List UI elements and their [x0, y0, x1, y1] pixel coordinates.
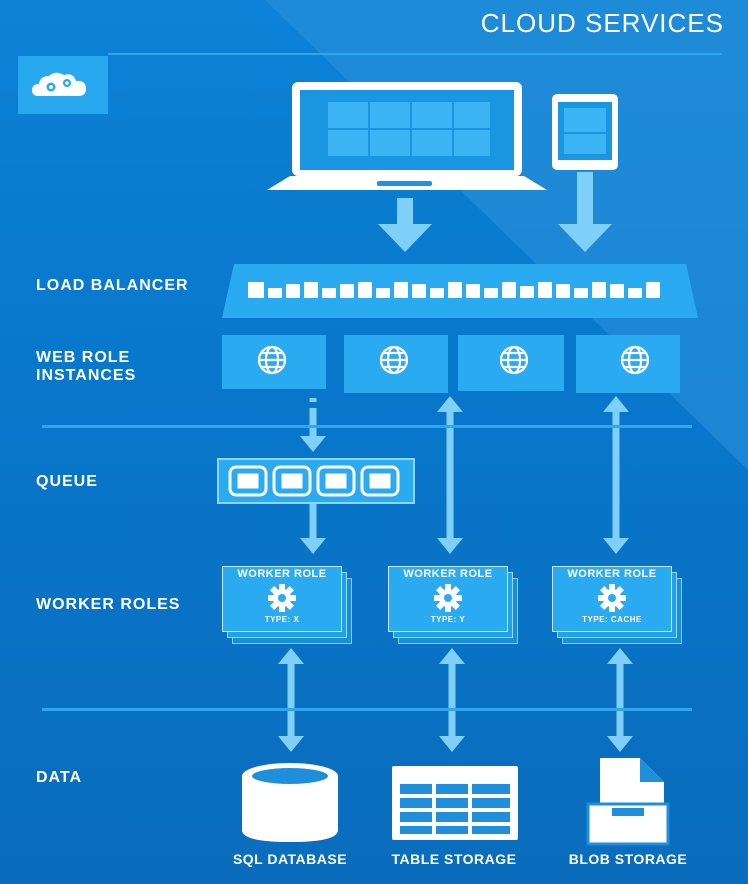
message-icon [228, 465, 268, 497]
section-divider [42, 708, 692, 711]
web-role-tile [344, 335, 448, 393]
phone-icon [552, 94, 618, 170]
gear-icon [598, 584, 626, 612]
web-role-tile [576, 335, 680, 393]
gear-icon [434, 584, 462, 612]
cloud-gears-icon [18, 56, 108, 114]
globe-icon [499, 345, 529, 375]
worker-roles-label: WORKER ROLES [36, 596, 181, 613]
section-divider [42, 425, 692, 428]
load-balancer-label: LOAD BALANCER [36, 277, 189, 294]
worker-role-type: TYPE: CACHE [582, 615, 642, 624]
worker-role-type: TYPE: X [264, 615, 300, 624]
worker-role-x: WORKER ROLE TYPE: X [222, 566, 352, 648]
globe-icon [620, 345, 650, 375]
queue-label: QUEUE [36, 473, 98, 490]
worker-role-type: TYPE: Y [430, 615, 466, 624]
globe-icon [379, 345, 409, 375]
sql-database-label: SQL DATABASE [232, 851, 348, 867]
message-icon [316, 465, 356, 497]
page-title: CLOUD SERVICES [480, 8, 724, 38]
worker-role-cache: WORKER ROLE TYPE: CACHE [552, 566, 682, 648]
worker-role-title: WORKER ROLE [237, 568, 327, 580]
table-storage-label: TABLE STORAGE [391, 851, 517, 867]
data-label: DATA [36, 769, 83, 786]
database-cylinder-icon [242, 763, 338, 842]
worker-role-y: WORKER ROLE TYPE: Y [388, 566, 518, 648]
web-role-instances [222, 335, 680, 393]
message-icon [360, 465, 400, 497]
queue-box [217, 458, 415, 504]
globe-icon [257, 345, 287, 375]
laptop-icon [267, 82, 547, 190]
gear-icon [268, 584, 296, 612]
web-role-instances-label: WEB ROLE INSTANCES [36, 349, 137, 384]
client-devices [267, 82, 618, 190]
web-role-tile [458, 335, 564, 391]
worker-role-title: WORKER ROLE [567, 568, 657, 580]
worker-role-title: WORKER ROLE [403, 568, 493, 580]
table-grid-icon [392, 766, 518, 840]
header-divider [108, 53, 722, 55]
blob-storage-label: BLOB STORAGE [568, 851, 688, 867]
message-icon [272, 465, 312, 497]
blob-document-icon [586, 758, 670, 846]
load-balancer-bar [222, 264, 698, 318]
web-role-tile [222, 335, 326, 389]
